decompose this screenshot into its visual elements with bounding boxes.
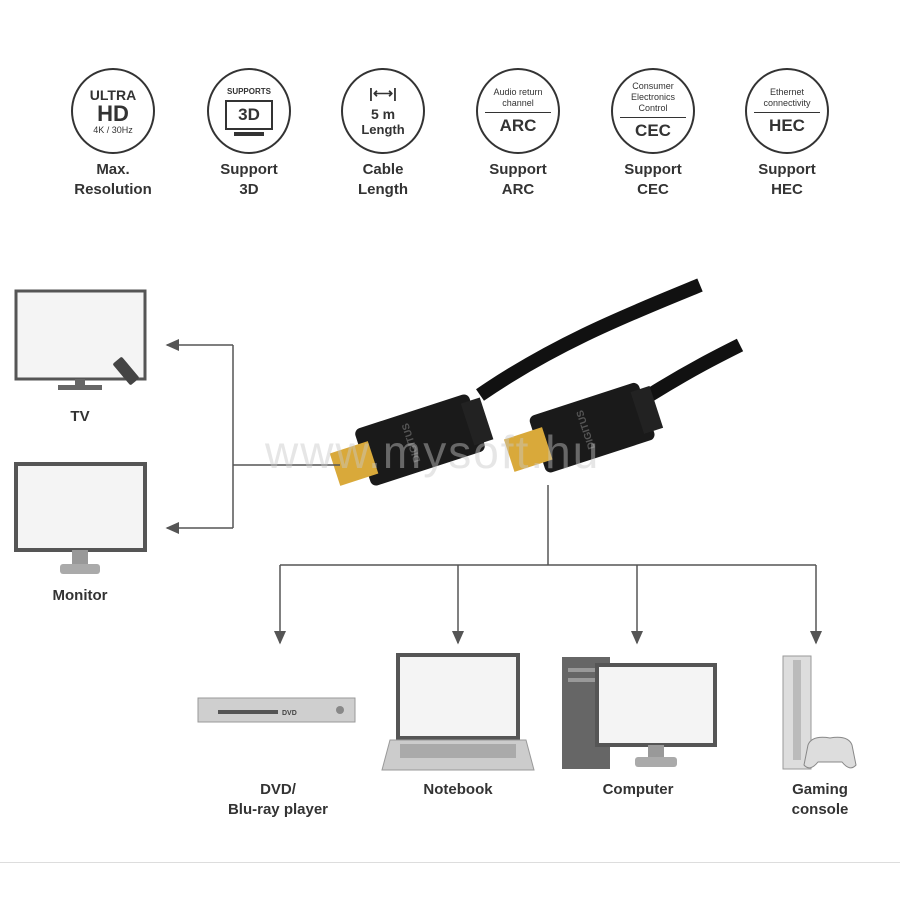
computer-label: Computer bbox=[602, 781, 674, 798]
length-arrow-icon: |⟷| 5 m Length bbox=[341, 68, 425, 154]
icon-text: Audio return channel bbox=[493, 86, 543, 108]
icon-text: ULTRA bbox=[89, 86, 137, 103]
dvd-label: DVD/Blu-ray player bbox=[227, 781, 329, 818]
monitor-icon bbox=[14, 462, 147, 574]
tv-label: TV bbox=[70, 408, 90, 425]
feature-label: Max.Resolution bbox=[74, 161, 152, 198]
hec-icon: Ethernet connectivity HEC bbox=[745, 68, 829, 154]
3d-tv-icon: SUPPORTS 3D bbox=[207, 68, 291, 154]
feature-cec: Consumer Electronics Control CEC Support… bbox=[598, 68, 708, 200]
cec-icon: Consumer Electronics Control CEC bbox=[611, 68, 695, 154]
icon-text: ARC bbox=[499, 115, 537, 135]
notebook-label: Notebook bbox=[423, 781, 493, 798]
monitor-label: Monitor bbox=[52, 587, 108, 604]
icon-text: Length bbox=[361, 122, 405, 137]
arc-icon: Audio return channel ARC bbox=[476, 68, 560, 154]
computer-icon bbox=[562, 657, 717, 769]
svg-text:DVD: DVD bbox=[282, 710, 297, 717]
hdmi-connector-left: DIGITUS bbox=[329, 394, 494, 486]
icon-text: 5 m bbox=[370, 106, 396, 122]
icon-text: CEC bbox=[635, 121, 671, 140]
display-arrows bbox=[165, 339, 340, 534]
source-arrows bbox=[274, 485, 822, 645]
hdmi-cable: DIGITUS DIGITUS bbox=[329, 278, 744, 486]
gaming-console-icon bbox=[782, 655, 857, 770]
icon-text: HEC bbox=[769, 115, 805, 135]
ultra-hd-icon: ULTRA HD 4K / 30Hz bbox=[71, 68, 155, 154]
feature-max-resolution: ULTRA HD 4K / 30Hz Max.Resolution bbox=[58, 68, 168, 200]
icon-text: Consumer Electronics Control bbox=[630, 81, 675, 113]
divider bbox=[0, 862, 900, 863]
icon-text: SUPPORTS bbox=[226, 87, 271, 96]
dvd-player-icon: DVD bbox=[197, 697, 356, 723]
hdmi-connector-right: DIGITUS bbox=[503, 382, 664, 473]
icon-text: Ethernet connectivity bbox=[763, 86, 811, 108]
icon-text: HD bbox=[97, 100, 129, 126]
notebook-icon bbox=[381, 653, 535, 771]
icon-text: 4K / 30Hz bbox=[93, 124, 133, 135]
tv-icon bbox=[14, 289, 147, 390]
icon-text: 3D bbox=[225, 100, 273, 130]
watermark: www.mysoft.hu bbox=[265, 426, 601, 478]
